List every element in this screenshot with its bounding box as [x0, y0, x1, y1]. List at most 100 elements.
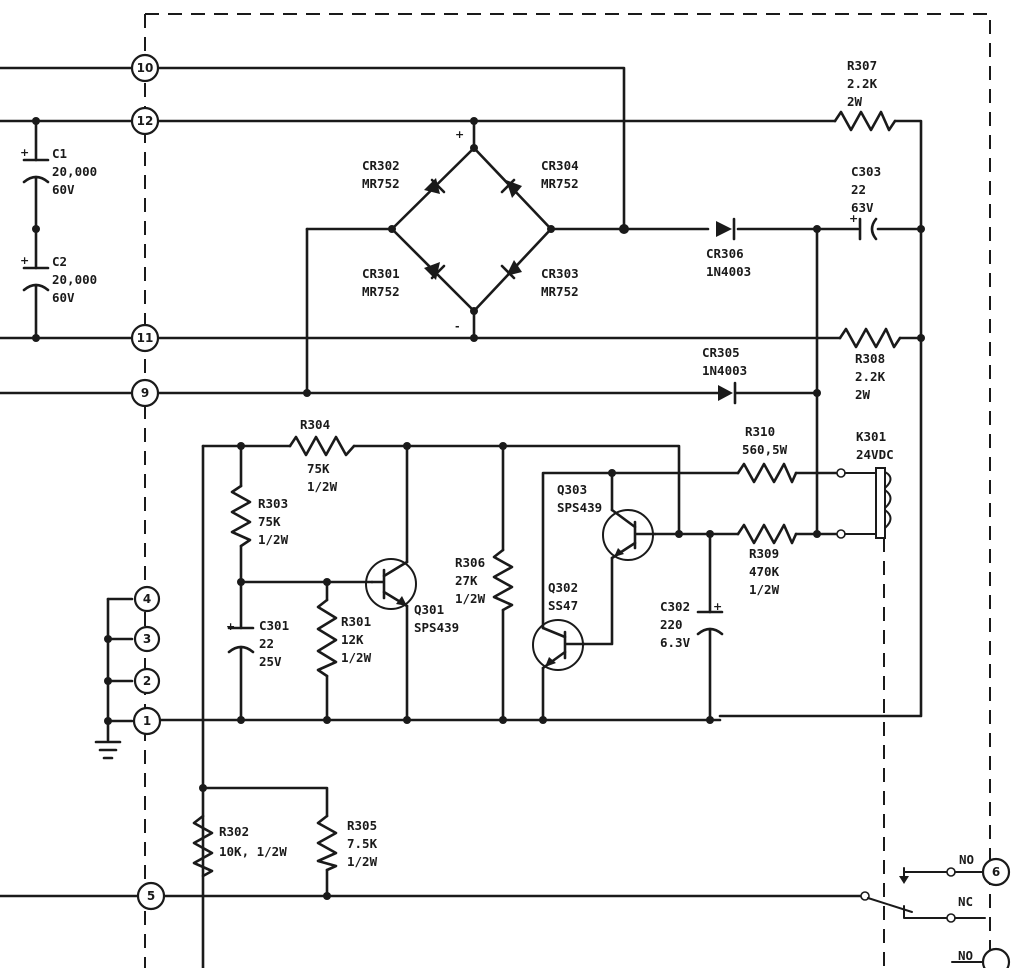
svg-text:9: 9: [141, 386, 149, 400]
junction-dots: [32, 117, 925, 900]
relay-coil-K301: K301 24VDC: [836, 429, 894, 539]
resistor-R307: R307 2.2K 2W: [833, 58, 897, 132]
svg-text:Q303: Q303: [557, 482, 587, 497]
svg-text:SS47: SS47: [548, 598, 578, 613]
svg-text:27K: 27K: [455, 573, 478, 588]
resistor-R306: R306 27K 1/2W: [455, 548, 514, 612]
terminal-9: 9: [130, 378, 160, 408]
svg-text:SPS439: SPS439: [557, 500, 602, 515]
diode-CR305: CR305 1N4003: [702, 345, 747, 405]
svg-text:6: 6: [992, 865, 1000, 879]
resistor-R308: R308 2.2K 2W: [838, 327, 902, 402]
svg-text:75K: 75K: [307, 461, 330, 476]
resistor-R309: R309 470K 1/2W: [736, 523, 798, 597]
transistor-Q302: Q302 SS47: [532, 580, 586, 671]
svg-text:2.2K: 2.2K: [847, 76, 878, 91]
resistor-R303: R303 75K 1/2W: [230, 484, 289, 548]
svg-text:220: 220: [660, 617, 683, 632]
svg-text:24VDC: 24VDC: [856, 447, 894, 462]
svg-text:-: -: [455, 320, 460, 333]
svg-text:CR306: CR306: [706, 246, 744, 261]
resistor-R301: R301 12K 1/2W: [316, 598, 372, 678]
svg-text:1/2W: 1/2W: [307, 479, 338, 494]
svg-text:R304: R304: [300, 417, 330, 432]
svg-text:2W: 2W: [855, 387, 871, 402]
svg-text:C1: C1: [52, 146, 67, 161]
svg-text:12: 12: [137, 114, 154, 128]
terminal-12: 12: [130, 106, 160, 136]
svg-text:63V: 63V: [851, 200, 874, 215]
svg-text:1/2W: 1/2W: [347, 854, 378, 869]
svg-text:5: 5: [147, 889, 155, 903]
terminal-4: 4: [133, 585, 161, 613]
svg-text:22: 22: [851, 182, 866, 197]
svg-text:Q301: Q301: [414, 602, 444, 617]
svg-text:+: +: [20, 146, 29, 159]
terminal-10: 10: [130, 53, 160, 83]
svg-text:CR304: CR304: [541, 158, 579, 173]
svg-text:7.5K: 7.5K: [347, 836, 378, 851]
svg-text:C302: C302: [660, 599, 690, 614]
transistor-Q301: Q301 SPS439: [365, 558, 459, 635]
wiring: [0, 66, 923, 968]
terminal-6: 6: [981, 857, 1011, 887]
svg-text:R305: R305: [347, 818, 377, 833]
resistor-R304: R304 75K 1/2W: [288, 417, 356, 494]
svg-text:R308: R308: [855, 351, 885, 366]
resistor-R302: R302 10K, 1/2W: [192, 814, 287, 878]
terminal-11: 11: [130, 323, 160, 353]
svg-text:+: +: [713, 600, 722, 613]
svg-text:1: 1: [143, 714, 151, 728]
svg-text:1N4003: 1N4003: [702, 363, 747, 378]
svg-text:+: +: [455, 128, 464, 141]
svg-text:Q302: Q302: [548, 580, 578, 595]
svg-text:+: +: [849, 212, 858, 225]
diode-CR306: CR306 1N4003: [706, 217, 751, 279]
diode-CR301: CR301 MR752: [362, 262, 446, 299]
svg-text:2: 2: [143, 674, 151, 688]
svg-text:CR303: CR303: [541, 266, 579, 281]
svg-text:+: +: [20, 254, 29, 267]
svg-text:MR752: MR752: [541, 176, 579, 191]
svg-text:12K: 12K: [341, 632, 364, 647]
svg-text:NO: NO: [958, 948, 973, 963]
svg-text:11: 11: [137, 331, 154, 345]
svg-text:560,5W: 560,5W: [742, 442, 788, 457]
terminal-1: 1: [132, 706, 162, 736]
svg-text:R309: R309: [749, 546, 779, 561]
svg-text:25V: 25V: [259, 654, 282, 669]
svg-text:SPS439: SPS439: [414, 620, 459, 635]
terminal-5: 5: [136, 881, 166, 911]
svg-text:10: 10: [137, 61, 154, 75]
svg-text:20,000: 20,000: [52, 164, 97, 179]
terminal-2: 2: [133, 667, 161, 695]
svg-text:NC: NC: [958, 894, 973, 909]
svg-text:1/2W: 1/2W: [455, 591, 486, 606]
svg-text:C301: C301: [259, 618, 289, 633]
svg-text:60V: 60V: [52, 182, 75, 197]
svg-text:MR752: MR752: [362, 284, 400, 299]
svg-text:10K, 1/2W: 10K, 1/2W: [219, 844, 287, 859]
svg-text:20,000: 20,000: [52, 272, 97, 287]
resistor-R310: R310 560,5W: [736, 424, 798, 484]
svg-text:CR301: CR301: [362, 266, 400, 281]
svg-text:R306: R306: [455, 555, 485, 570]
svg-text:1/2W: 1/2W: [341, 650, 372, 665]
svg-text:3: 3: [143, 632, 151, 646]
svg-text:R301: R301: [341, 614, 371, 629]
diode-CR302: CR302 MR752: [362, 158, 446, 194]
svg-text:1/2W: 1/2W: [749, 582, 780, 597]
terminal-3: 3: [133, 625, 161, 653]
svg-text:1N4003: 1N4003: [706, 264, 751, 279]
svg-text:75K: 75K: [258, 514, 281, 529]
svg-text:R307: R307: [847, 58, 877, 73]
svg-text:CR302: CR302: [362, 158, 400, 173]
svg-text:CR305: CR305: [702, 345, 740, 360]
terminal-partial-bottom: [981, 947, 1011, 968]
capacitor-C303: + C303 22 63V: [849, 164, 881, 241]
ground-symbol: [94, 740, 122, 760]
relay-contacts: NO NC NO: [860, 852, 986, 963]
svg-text:4: 4: [143, 592, 151, 606]
capacitor-C2: + C2 20,000 60V: [20, 254, 97, 305]
